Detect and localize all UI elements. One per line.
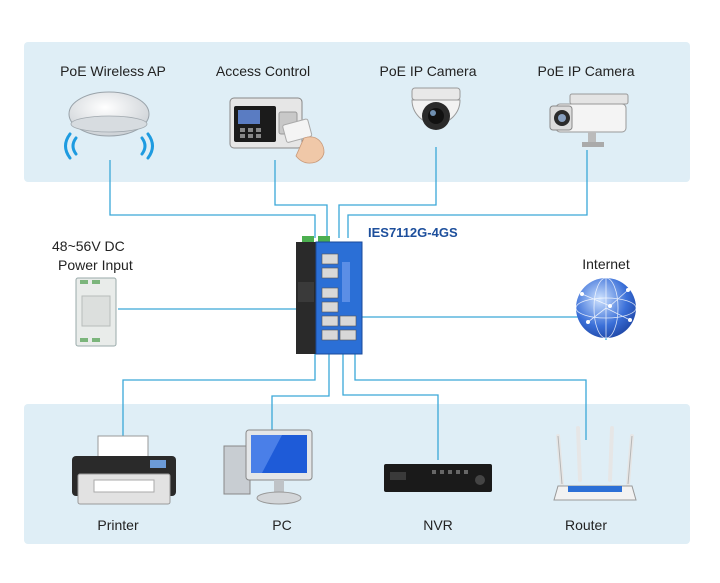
wireless-ap-label: PoE Wireless AP	[60, 63, 166, 79]
power-supply-icon	[75, 277, 117, 347]
wire-access-control	[274, 160, 328, 238]
pc-icon	[223, 429, 313, 505]
access-control-label: Access Control	[215, 63, 311, 79]
wire-internet	[349, 316, 607, 340]
bullet-camera-icon	[549, 93, 629, 147]
access-control-icon	[229, 97, 325, 164]
power-label-line1: 48~56V DC	[52, 238, 125, 254]
bullet-camera-label: PoE IP Camera	[537, 63, 635, 79]
nvr-label: NVR	[423, 517, 453, 533]
wire-camera-dome	[338, 147, 437, 238]
switch-model-label: IES7112G-4GS	[368, 225, 458, 240]
nvr-icon	[384, 464, 492, 492]
internet-globe-icon	[575, 277, 637, 339]
dome-camera-label: PoE IP Camera	[379, 63, 477, 79]
router-icon	[553, 426, 637, 501]
wire-camera-bullet	[347, 150, 588, 238]
internet-label: Internet	[582, 256, 630, 272]
wire-printer	[122, 352, 316, 440]
printer-icon	[72, 435, 176, 505]
wireless-ap-icon	[64, 91, 154, 160]
wire-router	[354, 352, 587, 440]
wire-wireless-ap	[109, 160, 316, 238]
printer-label: Printer	[97, 517, 139, 533]
switch-icon	[296, 236, 363, 355]
wire-pc	[271, 352, 330, 430]
pc-label: PC	[272, 517, 292, 533]
wire-nvr	[342, 352, 439, 460]
router-label: Router	[564, 517, 608, 533]
dome-camera-icon	[411, 87, 461, 130]
power-label-line2: Power Input	[58, 257, 133, 273]
